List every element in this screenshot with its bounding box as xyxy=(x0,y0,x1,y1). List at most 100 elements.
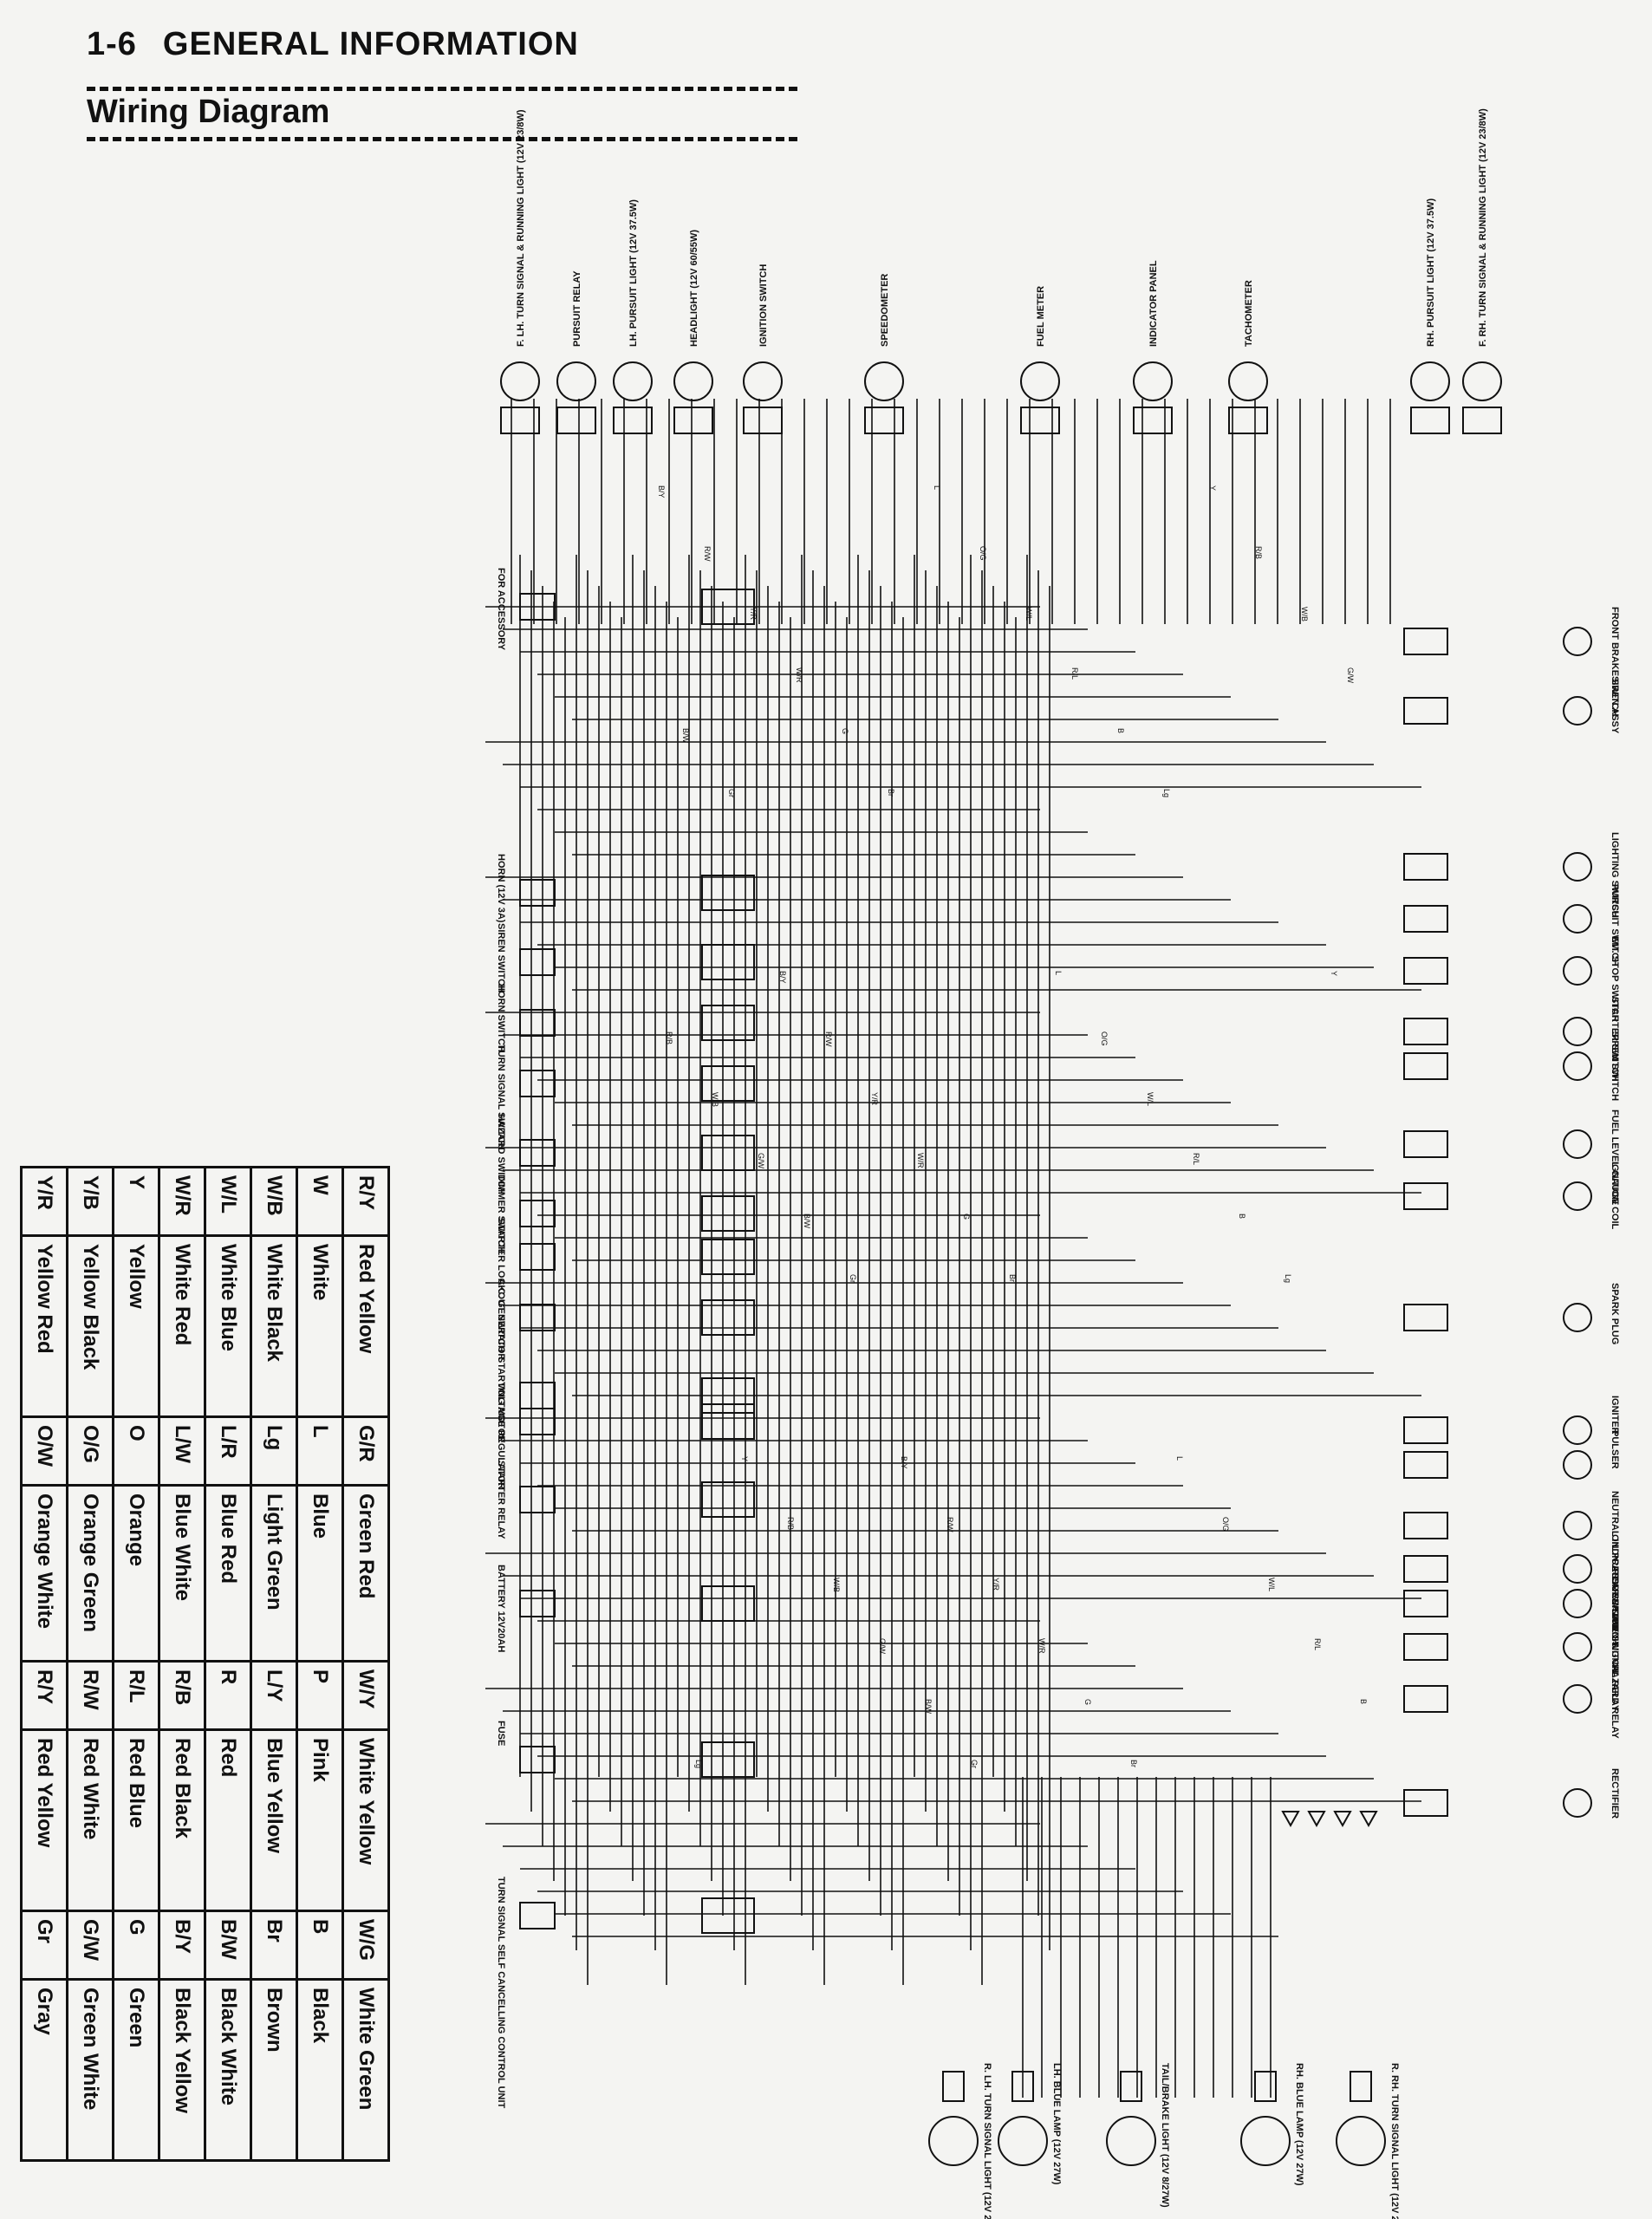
wire-color-label: B/W xyxy=(681,728,690,744)
connector-symbol xyxy=(1462,407,1502,434)
color-name: Pink xyxy=(296,1729,343,1911)
component-label: IGNITER xyxy=(1610,1396,1620,1435)
connector-symbol xyxy=(1403,697,1448,725)
component-label: FUSE xyxy=(496,1721,506,1746)
color-abbrev: Gr xyxy=(21,1910,68,1980)
color-abbrev: R/B xyxy=(159,1661,205,1730)
wire-color-label: Y/R xyxy=(870,1092,879,1106)
connector-symbol xyxy=(1403,628,1448,655)
wire-color-label: R/B xyxy=(665,1031,673,1044)
color-abbrev: R/L xyxy=(113,1661,159,1730)
component-label: IGNITION SWITCH xyxy=(758,264,769,347)
color-name: White Yellow xyxy=(342,1729,389,1911)
wire-color-label: L xyxy=(1054,971,1063,975)
component-label: RH. PURSUIT LIGHT (12V 37.5W) xyxy=(1426,198,1436,347)
switch-symbol xyxy=(519,593,556,621)
component-label: LIGHTING SWITCH xyxy=(1610,832,1620,918)
component-symbol xyxy=(1563,1632,1592,1662)
component-symbol xyxy=(1563,1684,1592,1714)
color-name: Blue xyxy=(296,1485,343,1667)
connector-symbol xyxy=(1120,2071,1142,2102)
color-name: Red xyxy=(205,1729,251,1911)
connector-symbol xyxy=(1403,1555,1448,1583)
switch-symbol xyxy=(519,1590,556,1617)
component-label: FUEL METER xyxy=(1036,286,1046,347)
wire-color-label: W/R xyxy=(1037,1638,1046,1654)
connector-symbol xyxy=(701,1377,755,1414)
connector-symbol xyxy=(1403,957,1448,985)
component-label: VOLTAGE REGULATOR xyxy=(496,1383,506,1489)
color-name: Red Blue xyxy=(113,1729,159,1911)
color-name: Blue Yellow xyxy=(250,1729,297,1911)
wire-bundle xyxy=(485,399,1421,2098)
color-name: Black xyxy=(296,1979,343,2161)
color-name: Red Yellow xyxy=(342,1235,389,1417)
color-abbrev: W xyxy=(296,1167,343,1236)
color-name: White Blue xyxy=(205,1235,251,1417)
wire-color-label: O/G xyxy=(1100,1031,1109,1046)
wire-color-label: B/Y xyxy=(900,1456,908,1469)
connector-symbol xyxy=(1403,1304,1448,1331)
wire-color-label: Y/R xyxy=(992,1578,1000,1591)
color-name: Orange xyxy=(113,1485,159,1667)
color-abbrev: W/B xyxy=(250,1167,297,1236)
component-label: LH. PURSUIT LIGHT (12V 37.5W) xyxy=(628,199,639,347)
connector-symbol xyxy=(864,407,904,434)
connector-symbol xyxy=(701,1299,755,1336)
wire-color-label: R/L xyxy=(1192,1153,1200,1165)
connector-symbol xyxy=(556,407,596,434)
lamp-symbol xyxy=(1228,361,1268,401)
chapter-title: GENERAL INFORMATION xyxy=(162,26,579,62)
component-label: TURN SIGNAL SWITCH xyxy=(496,1044,506,1149)
component-symbol xyxy=(1563,956,1592,986)
lamp-symbol xyxy=(500,361,540,401)
switch-symbol xyxy=(519,1243,556,1271)
color-name: White xyxy=(296,1235,343,1417)
wire-color-label: R/W xyxy=(946,1517,954,1532)
connector-symbol xyxy=(1403,1633,1448,1661)
connector-symbol xyxy=(701,1403,755,1440)
component-label: FUEL LEVEL GAUGE xyxy=(1610,1110,1620,1205)
wire-color-label: Br xyxy=(1008,1274,1017,1282)
color-abbrev: W/G xyxy=(342,1910,389,1980)
color-name: White Red xyxy=(159,1235,205,1417)
lamp-symbol xyxy=(613,361,653,401)
wire-color-label: Y xyxy=(740,1456,749,1461)
connector-symbol xyxy=(1403,1685,1448,1713)
wire-color-label: B xyxy=(1116,728,1125,733)
wire-color-label: Y xyxy=(1330,971,1338,976)
wire-color-label: B/Y xyxy=(657,485,666,498)
component-label: FRONT BRAKE SWITCH xyxy=(1610,607,1620,717)
lamp-symbol xyxy=(1133,361,1173,401)
lamp-symbol xyxy=(1106,2116,1156,2166)
component-label: A.C. GENERATOR xyxy=(496,1279,506,1360)
diode-symbol xyxy=(1307,1811,1326,1828)
color-name: White Green xyxy=(342,1979,389,2161)
color-abbrev: Y xyxy=(113,1167,159,1236)
color-abbrev: L xyxy=(296,1416,343,1486)
lamp-symbol xyxy=(1240,2116,1291,2166)
switch-symbol xyxy=(519,1070,556,1097)
wire-color-label: W/R xyxy=(916,1153,925,1168)
color-name: Green White xyxy=(67,1979,114,2161)
bottom-rule xyxy=(87,137,797,141)
color-name: Blue White xyxy=(159,1485,205,1667)
wire-color-label: L xyxy=(1175,1456,1184,1461)
component-label: RH. BLUE LAMP (12V 27W) xyxy=(1294,2063,1304,2186)
component-label: F. LH. TURN SIGNAL & RUNNING LIGHT (12V … xyxy=(516,109,526,347)
wire-color-label: R/B xyxy=(1254,546,1263,559)
lamp-symbol xyxy=(1462,361,1502,401)
connector-symbol xyxy=(1011,2071,1034,2102)
connector-symbol xyxy=(1403,1182,1448,1210)
lamp-symbol xyxy=(1410,361,1450,401)
wire-color-label: Y xyxy=(1208,485,1217,491)
